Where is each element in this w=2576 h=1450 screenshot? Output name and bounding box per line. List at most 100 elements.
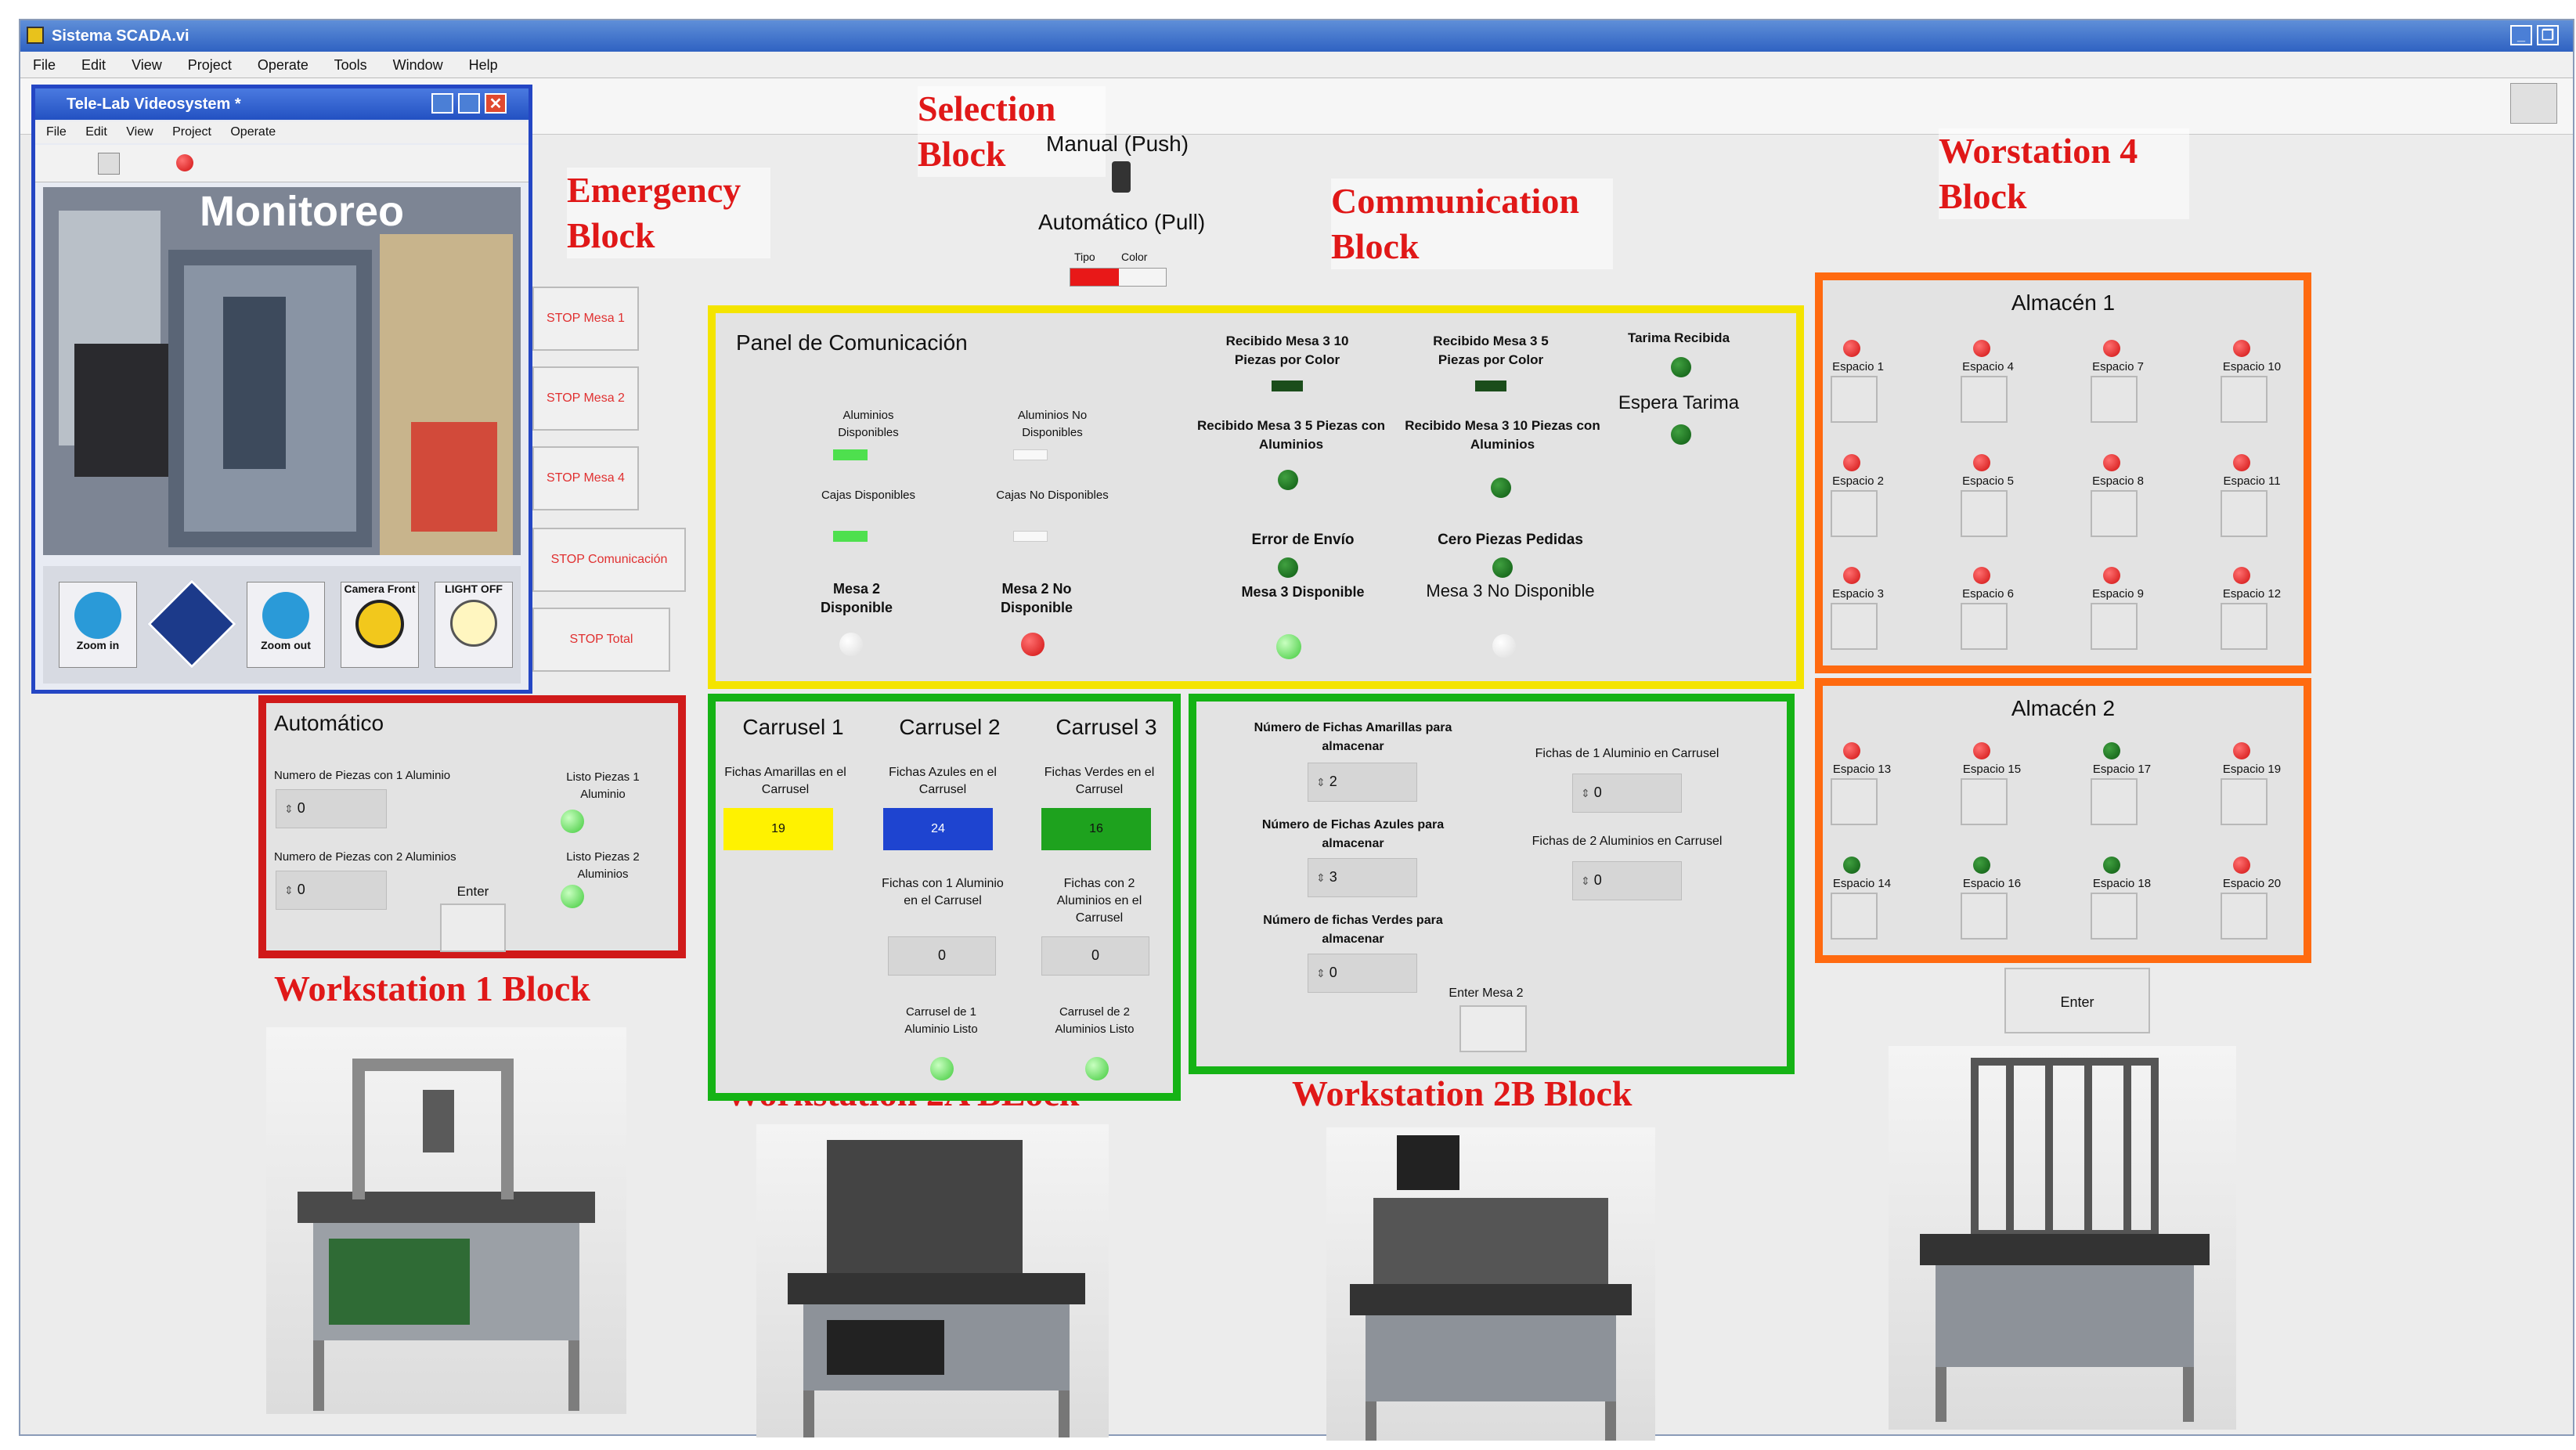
con1-label: Fichas con 1 Aluminio en el Carrusel [882,877,1004,907]
menu-operate[interactable]: Operate [257,57,308,73]
a1-led-9 [2103,567,2120,584]
almacen1-title: Almacén 1 [2011,290,2116,315]
light-button[interactable]: LIGHT OFF [435,582,513,668]
ws2b-amarillas-input[interactable]: ⇕ 2 [1308,763,1417,802]
aluminios-disponibles-label: Aluminios Disponibles [838,409,899,439]
cajas-nodisponibles-indicator [1013,531,1048,542]
stop-comunicacion-button[interactable]: STOP Comunicación [532,528,686,592]
menu-window[interactable]: Window [392,57,443,73]
a2-led-13 [1843,742,1860,759]
a2-box-14[interactable] [1831,893,1878,940]
almacen2-panel: Almacén 2 Espacio 13 Espacio 15 Espacio … [1815,678,2311,963]
ws2b-verdes-input[interactable]: ⇕ 0 [1308,954,1417,993]
restore-icon[interactable]: ❐ [2537,25,2559,45]
ws1-n2-label: Numero de Piezas con 2 Aluminios [274,850,456,864]
ws1-enter-button[interactable] [440,904,506,952]
ws1-n2-input[interactable]: ⇕ 0 [276,871,387,910]
a2-box-17[interactable] [2091,778,2138,825]
minimize-icon[interactable] [431,93,453,114]
ws2b-f2-value: 0 [1593,872,1602,888]
a2-box-20[interactable] [2221,893,2268,940]
ws1-n1-input[interactable]: ⇕ 0 [276,789,387,828]
a1-label-7: Espacio 7 [2092,360,2144,373]
a1-led-10 [2233,340,2250,357]
menu-edit[interactable]: Edit [81,57,106,73]
verdes-label: Fichas Verdes en el Carrusel [1044,766,1155,796]
stop-total-button[interactable]: STOP Total [532,608,670,672]
almacen1-grid: Espacio 1 Espacio 4 Espacio 7 Espacio 10… [1823,340,2304,669]
tarima-recibida-label: Tarima Recibida [1627,330,1730,345]
a1-box-7[interactable] [2091,376,2138,423]
a1-box-12[interactable] [2221,603,2268,650]
stop-mesa2-button[interactable]: STOP Mesa 2 [532,366,639,431]
video-menu-project[interactable]: Project [172,125,211,139]
ws1-listo1-led [561,810,584,833]
close-icon[interactable]: ✕ [485,93,507,114]
verdes-value: 16 [1041,808,1151,850]
a1-box-8[interactable] [2091,490,2138,537]
almacen1-panel: Almacén 1 Espacio 1 Espacio 4 Espacio 7 … [1815,272,2311,673]
communication-panel: Panel de Comunicación Aluminios Disponib… [708,305,1804,689]
a1-led-11 [2233,454,2250,471]
a1-label-1: Espacio 1 [1832,360,1884,373]
a1-box-1[interactable] [1831,376,1878,423]
selection-toggle-switch[interactable] [1112,161,1131,193]
zoom-in-button[interactable]: Zoom in [59,582,137,668]
automatic-pull-label: Automático (Pull) [1038,210,1206,234]
a2-box-15[interactable] [1961,778,2008,825]
a2-led-19 [2233,742,2250,759]
a1-box-6[interactable] [1961,603,2008,650]
camera-front-button[interactable]: Camera Front [341,582,419,668]
labview-icon [27,27,44,44]
menu-tools[interactable]: Tools [334,57,367,73]
ws4-enter-button[interactable]: Enter [2004,968,2150,1033]
a2-box-18[interactable] [2091,893,2138,940]
ws2b-f1-label: Fichas de 1 Aluminio en Carrusel [1535,747,1719,760]
aluminios-nodisponibles-label: Aluminios No Disponibles [1017,409,1088,439]
a2-box-16[interactable] [1961,893,2008,940]
stop-mesa4-button[interactable]: STOP Mesa 4 [532,446,639,510]
video-menu-file[interactable]: File [46,125,67,139]
a1-label-3: Espacio 3 [1832,587,1884,601]
almacen2-title: Almacén 2 [2011,696,2116,720]
stop-mesa1-button[interactable]: STOP Mesa 1 [532,287,639,351]
menu-file[interactable]: File [33,57,56,73]
ws2b-azules-input[interactable]: ⇕ 3 [1308,858,1417,897]
a1-label-9: Espacio 9 [2092,587,2144,601]
a1-box-9[interactable] [2091,603,2138,650]
menu-help[interactable]: Help [468,57,498,73]
menu-project[interactable]: Project [187,57,232,73]
direction-pad[interactable] [147,579,236,669]
ws2b-f1-input[interactable]: ⇕ 0 [1572,774,1682,813]
zoom-out-button[interactable]: Zoom out [247,582,325,668]
abort-icon[interactable] [176,154,193,171]
video-menu-bar: File Edit View Project Operate [35,121,529,143]
recibido-10-alum-label: Recibido Mesa 3 10 Piezas con Aluminios [1405,418,1600,452]
zoom-in-icon [74,592,121,639]
carrusel2-title: Carrusel 2 [899,715,1001,739]
run-arrow-icon[interactable] [98,153,120,175]
menu-bar: File Edit View Project Operate Tools Win… [20,52,2573,78]
a2-box-13[interactable] [1831,778,1878,825]
a1-led-4 [1973,340,1990,357]
tipo-color-switch[interactable] [1070,268,1167,287]
a2-led-14 [1843,857,1860,874]
con2-label: Fichas con 2 Aluminios en el Carrusel [1056,877,1142,925]
ws2b-f2-input[interactable]: ⇕ 0 [1572,861,1682,900]
a1-box-3[interactable] [1831,603,1878,650]
video-menu-view[interactable]: View [126,125,153,139]
ws2b-enter-button[interactable] [1459,1005,1527,1052]
video-menu-edit[interactable]: Edit [85,125,107,139]
a1-box-5[interactable] [1961,490,2008,537]
a2-box-19[interactable] [2221,778,2268,825]
maximize-icon[interactable] [458,93,480,114]
camera-controls: Zoom in Zoom out Camera Front LIGHT OFF [43,566,521,684]
menu-view[interactable]: View [132,57,162,73]
tarima-recibida-led [1671,357,1691,377]
a1-box-11[interactable] [2221,490,2268,537]
a1-box-4[interactable] [1961,376,2008,423]
a1-box-2[interactable] [1831,490,1878,537]
minimize-icon[interactable]: _ [2510,25,2532,45]
video-menu-operate[interactable]: Operate [230,125,276,139]
a1-box-10[interactable] [2221,376,2268,423]
